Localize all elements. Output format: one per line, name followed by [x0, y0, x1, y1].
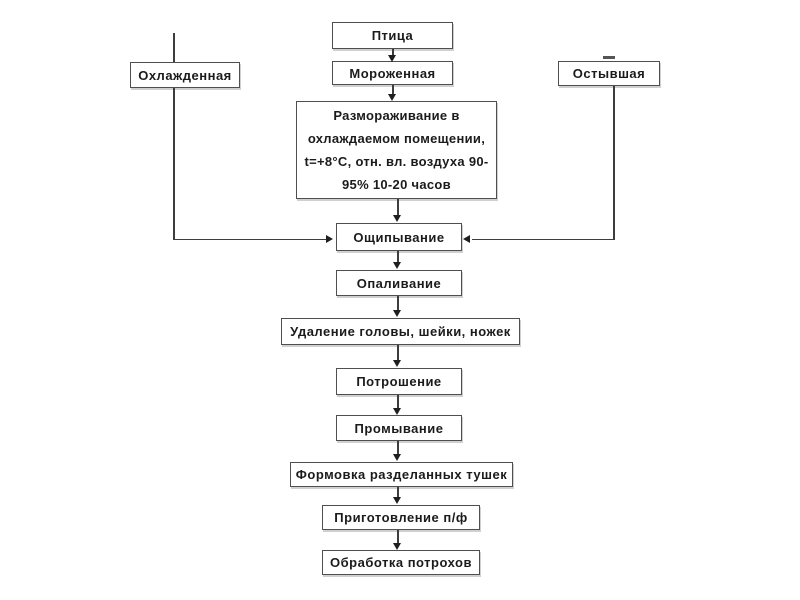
- node-potroshenie: Потрошение: [336, 368, 462, 395]
- node-ohlazhdennaya: Охлажденная: [130, 62, 240, 88]
- node-morozhennaya: Мороженная: [332, 61, 453, 85]
- connector-morozhennaya-razmorazhivanie: [392, 85, 394, 95]
- arrowhead-razmorazhivanie-oschipyvanie-icon: [393, 215, 401, 222]
- node-udalenie: Удаление головы, шейки, ножек: [281, 318, 520, 345]
- node-potroshenie-label: Потрошение: [356, 374, 442, 389]
- node-promyvanie: Промывание: [336, 415, 462, 441]
- arrowhead-opalivanie-udalenie-icon: [393, 310, 401, 317]
- arrowhead-formovka-prigotovlenie-icon: [393, 497, 401, 504]
- connector-stub-above-ohlazhdennaya: [173, 33, 175, 62]
- connector-ohlazhdennaya-down: [173, 88, 175, 240]
- node-opalivanie-label: Опаливание: [356, 275, 442, 291]
- connector-ostyvshaya-horizontal: [472, 238, 614, 240]
- node-opalivanie: Опаливание: [336, 270, 462, 296]
- node-oschipyvanie-label: Ощипывание: [353, 229, 445, 245]
- node-ptica-label: Птица: [371, 28, 414, 43]
- node-promyvanie-label: Промывание: [354, 420, 444, 436]
- node-udalenie-label: Удаление головы, шейки, ножек: [290, 324, 511, 339]
- arrowhead-promyvanie-formovka-icon: [393, 454, 401, 461]
- connector-oschipyvanie-opalivanie: [397, 251, 399, 263]
- connector-potroshenie-promyvanie: [397, 395, 399, 409]
- connector-opalivanie-udalenie: [397, 296, 399, 311]
- node-ostyvshaya: Остывшая: [558, 61, 660, 86]
- node-ptica: Птица: [332, 22, 453, 49]
- arrowhead-udalenie-potroshenie-icon: [393, 360, 401, 367]
- arrowhead-morozhennaya-razmorazhivanie-icon: [388, 94, 396, 101]
- node-formovka: Формовка разделанных тушек: [290, 462, 513, 487]
- arrowhead-ohlazhdennaya-oschipyvanie-icon: [326, 235, 333, 243]
- connector-stub-above-ostyvshaya: [603, 56, 615, 59]
- node-razmorazhivanie-line2: охлаждаемом помещении,: [307, 131, 486, 146]
- arrowhead-ostyvshaya-oschipyvanie-icon: [463, 235, 470, 243]
- connector-ohlazhdennaya-horizontal: [173, 238, 326, 240]
- connector-razmorazhivanie-oschipyvanie: [397, 199, 399, 215]
- node-prigotovlenie: Приготовление п/ф: [322, 505, 480, 530]
- arrowhead-potroshenie-promyvanie-icon: [393, 408, 401, 415]
- node-razmorazhivanie-line4: 95% 10-20 часов: [342, 177, 451, 192]
- connector-promyvanie-formovka: [397, 441, 399, 455]
- node-formovka-label: Формовка разделанных тушек: [295, 467, 508, 482]
- connector-formovka-prigotovlenie: [397, 487, 399, 498]
- arrowhead-oschipyvanie-opalivanie-icon: [393, 262, 401, 269]
- node-razmorazhivanie-line3: t=+8°С, отн. вл. воздуха 90-: [304, 154, 489, 169]
- node-obrabotka: Обработка потрохов: [322, 550, 480, 575]
- node-morozhennaya-label: Мороженная: [349, 65, 436, 81]
- node-obrabotka-label: Обработка потрохов: [330, 555, 472, 570]
- connector-udalenie-potroshenie: [397, 345, 399, 361]
- node-razmorazhivanie-line1: Размораживание в: [333, 108, 460, 123]
- connector-ostyvshaya-down: [613, 86, 615, 240]
- node-razmorazhivanie: Размораживание в охлаждаемом помещении, …: [296, 101, 497, 199]
- arrowhead-ptica-morozhennaya-icon: [388, 55, 396, 62]
- node-oschipyvanie: Ощипывание: [336, 223, 462, 251]
- connector-ptica-morozhennaya: [392, 49, 394, 56]
- arrowhead-prigotovlenie-obrabotka-icon: [393, 543, 401, 550]
- node-ostyvshaya-label: Остывшая: [572, 66, 646, 81]
- connector-prigotovlenie-obrabotka: [397, 530, 399, 544]
- node-prigotovlenie-label: Приготовление п/ф: [334, 510, 468, 525]
- node-ohlazhdennaya-label: Охлажденная: [138, 67, 232, 83]
